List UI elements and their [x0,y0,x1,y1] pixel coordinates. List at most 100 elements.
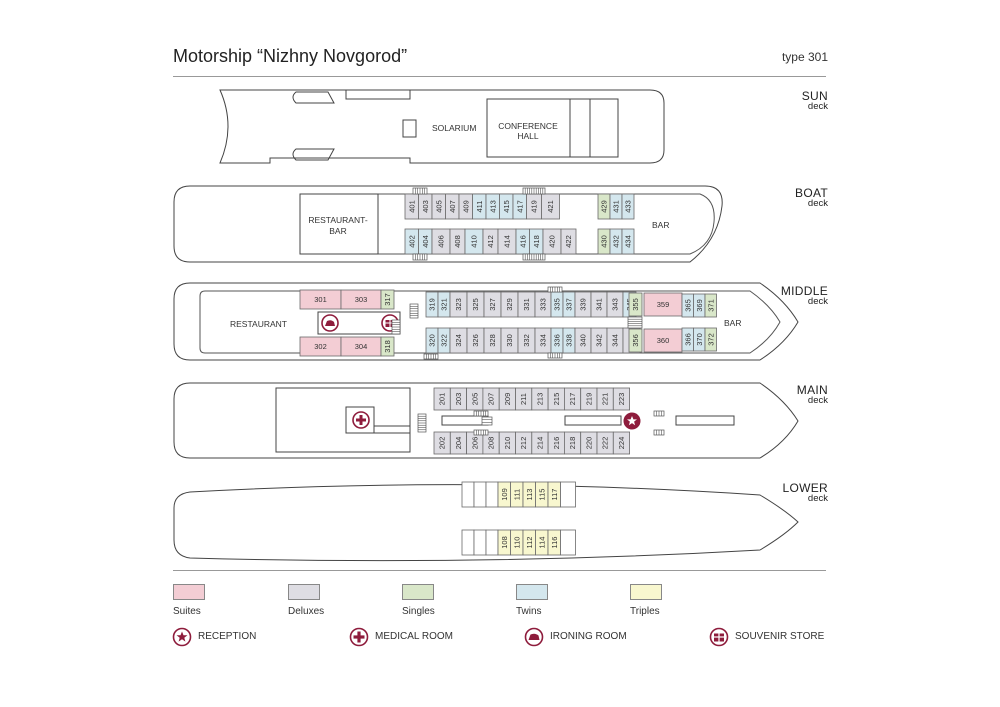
cabin-number: 356 [631,334,640,347]
stair [423,353,439,360]
cabin-number: 115 [537,489,546,501]
medical-room-icon [349,627,369,647]
cabin-371 [704,293,717,318]
cabin-number: 213 [535,393,544,406]
cabin-number: 366 [683,333,692,346]
cabin-number: 336 [553,334,562,347]
cabin-number: 216 [552,437,561,450]
boat-bar-label: BAR [652,220,669,230]
legend-label-singles: Singles [402,606,435,617]
cabin-number: 371 [706,299,715,312]
cabin-number: 365 [683,299,692,312]
stair [473,410,489,417]
cabin-number: 319 [428,298,437,311]
cabin-number: 407 [448,200,457,213]
cabin-number: 202 [438,437,447,450]
stair [412,187,428,195]
legend-swatch-twins [516,584,548,600]
cabin-224 [612,431,630,455]
deck-name: LOWER [782,481,828,495]
stair [522,253,546,261]
cabin-number: 404 [421,235,430,248]
stair [481,416,493,426]
cabin-number: 111 [512,489,521,500]
cabin-number: 342 [595,334,604,347]
ironing-room-marker [321,314,339,332]
cabin-number: 224 [617,437,626,450]
cabin-number: 340 [579,334,588,347]
deck-word: deck [807,395,828,406]
cabin-number: 219 [584,393,593,406]
main-deck [173,382,799,459]
legend-divider [173,570,826,571]
cabin-number: 218 [568,437,577,450]
cabin-number: 114 [537,537,546,549]
cabin-number: 343 [611,298,620,311]
legend-label-deluxes: Deluxes [288,606,325,617]
legend-swatch-singles [402,584,434,600]
cabin-number: 215 [552,393,561,406]
deck-name: MAIN [796,383,828,397]
solarium-hatch [402,119,417,138]
storage-room [473,529,487,556]
stair [627,316,643,329]
cabin-number: 220 [584,437,593,450]
cabin-number: 222 [601,437,610,450]
legend-medical-label: MEDICAL ROOM [375,631,453,642]
page-title: Motorship “Nizhny Novgorod” [173,46,408,66]
cabin-number: 108 [500,536,509,549]
deck-name: BOAT [795,186,828,200]
cabin-number: 415 [502,200,511,213]
cabin-number: 431 [612,200,621,213]
sun-deck-hull [219,89,665,164]
cabin-number: 412 [486,235,495,248]
storage-room [485,481,499,508]
cabin-number: 359 [657,300,670,309]
deck-label-boat: BOAT deck [795,187,828,209]
cabin-number: 403 [421,200,430,213]
reception-icon [172,627,192,647]
cabin-318 [380,336,395,357]
cabin-number: 405 [434,200,443,213]
sun-deck [219,89,665,164]
cabin-number: 208 [487,437,496,450]
cabin-number: 334 [539,334,548,347]
main-deck-hull [173,382,799,459]
main-deck-hall [275,387,411,453]
cabin-421 [541,193,560,220]
cabin-number: 331 [522,298,531,311]
cabin-number: 329 [505,298,514,311]
legend-label-suites: Suites [173,606,201,617]
cabin-number: 117 [550,489,559,501]
stair [653,410,665,417]
cabin-number: 302 [314,342,327,351]
cabin-number: 370 [695,333,704,346]
middle-deck-hull [173,282,799,361]
cabin-number: 320 [428,334,437,347]
cabin-372 [704,327,717,352]
sun-deck-vent [292,148,335,161]
cabin-number: 410 [470,235,479,248]
deck-word: deck [807,101,828,112]
cabin-number: 414 [503,235,512,248]
restaurant-bar [299,193,379,255]
middle-cabins-top: 3193213233253273293313333353373393413433… [425,291,637,318]
cabin-number: 355 [631,298,640,311]
cabin-number: 341 [595,298,604,311]
stair [412,253,428,261]
cabin-number: 113 [525,489,534,501]
header-divider [173,76,826,77]
deck-name: MIDDLE [780,284,828,298]
legend-reception-label: RECEPTION [198,631,257,642]
cabin-355 [628,292,643,317]
ship-type-label: type 301 [781,50,828,64]
cabin-number: 421 [546,200,555,213]
